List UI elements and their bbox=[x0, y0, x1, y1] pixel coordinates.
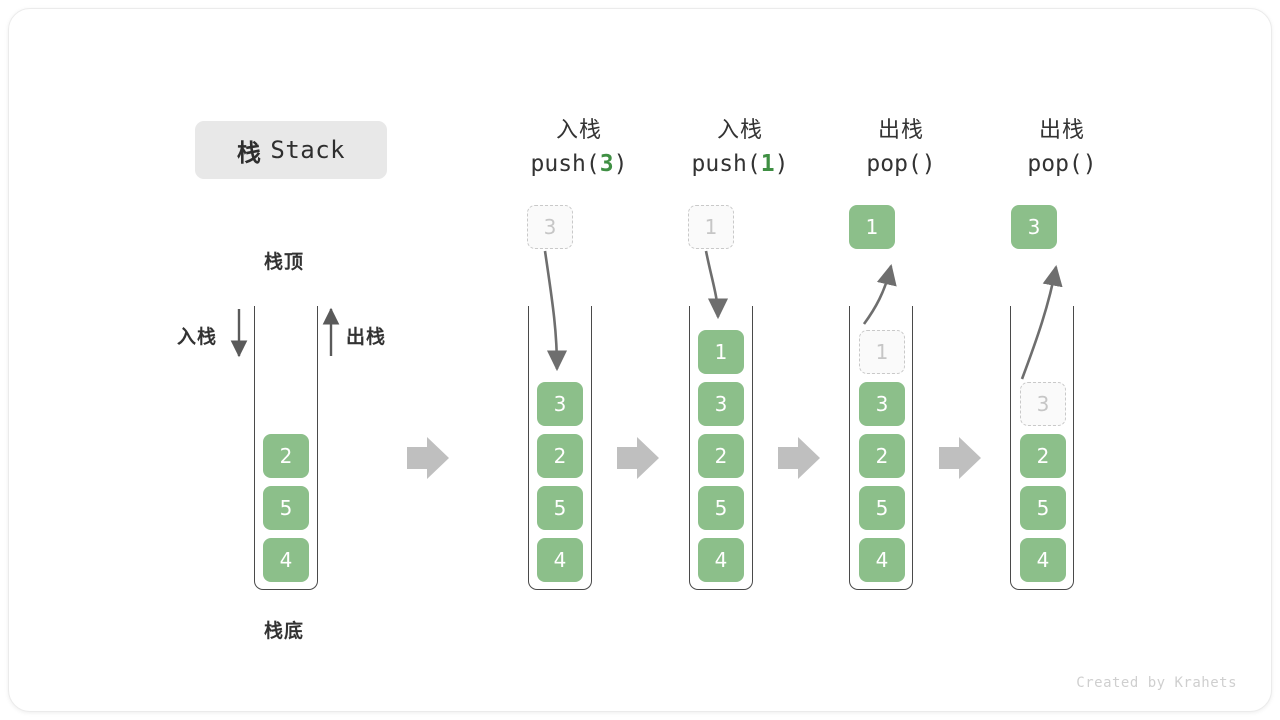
operation-label-cn: 入栈 bbox=[716, 118, 763, 143]
removed-element-ghost: 3 bbox=[1020, 382, 1066, 426]
stack-tube bbox=[254, 306, 318, 590]
operation-label-cn: 出栈 bbox=[877, 118, 924, 143]
stack-cell: 3 bbox=[537, 382, 583, 426]
code-suffix: ) bbox=[1082, 151, 1097, 177]
stack-cell: 4 bbox=[263, 538, 309, 582]
column-header-pop-3: 出栈 pop() bbox=[982, 115, 1142, 181]
stack-cell: 5 bbox=[1020, 486, 1066, 530]
stack-cell: 4 bbox=[1020, 538, 1066, 582]
operation-code: push(3) bbox=[499, 147, 659, 181]
stack-tube bbox=[1010, 306, 1074, 590]
stack-cell: 4 bbox=[537, 538, 583, 582]
stack-tube bbox=[528, 306, 592, 590]
stack-cell: 2 bbox=[1020, 434, 1066, 478]
stack-cell: 5 bbox=[698, 486, 744, 530]
code-argument: 1 bbox=[760, 151, 775, 177]
diagram-title: 栈 Stack bbox=[195, 121, 387, 179]
code-prefix: push( bbox=[691, 151, 761, 177]
transition-arrow bbox=[617, 437, 659, 479]
stack-top-label: 栈顶 bbox=[264, 251, 305, 273]
removed-element-ghost: 1 bbox=[859, 330, 905, 374]
stack-cell: 2 bbox=[859, 434, 905, 478]
code-argument: 3 bbox=[599, 151, 614, 177]
code-prefix: pop( bbox=[1027, 151, 1083, 177]
transition-arrow bbox=[407, 437, 449, 479]
stack-cell: 4 bbox=[698, 538, 744, 582]
operation-label-cn: 出栈 bbox=[1038, 118, 1085, 143]
title-label-en: Stack bbox=[270, 136, 346, 164]
transition-arrow bbox=[778, 437, 820, 479]
stack-cell: 5 bbox=[859, 486, 905, 530]
column-header-push-1: 入栈 push(1) bbox=[660, 115, 820, 181]
stack-cell: 1 bbox=[698, 330, 744, 374]
column-header-push-3: 入栈 push(3) bbox=[499, 115, 659, 181]
operation-code: push(1) bbox=[660, 147, 820, 181]
popped-element: 3 bbox=[1011, 205, 1057, 249]
column-header-pop-1: 出栈 pop() bbox=[821, 115, 981, 181]
stack-cell: 4 bbox=[859, 538, 905, 582]
stack-cell: 5 bbox=[263, 486, 309, 530]
popped-element: 1 bbox=[849, 205, 895, 249]
stack-cell: 2 bbox=[263, 434, 309, 478]
operation-label-cn: 入栈 bbox=[555, 118, 602, 143]
code-suffix: ) bbox=[613, 151, 628, 177]
incoming-element-ghost: 1 bbox=[688, 205, 734, 249]
code-prefix: push( bbox=[530, 151, 600, 177]
stack-cell: 3 bbox=[698, 382, 744, 426]
stack-cell: 2 bbox=[698, 434, 744, 478]
stack-cell: 2 bbox=[537, 434, 583, 478]
footer-credit: Created by Krahets bbox=[1076, 675, 1237, 691]
diagram-canvas: 栈 Stack 入栈 push(3) 入栈 push(1) 出栈 pop() 出… bbox=[8, 8, 1272, 712]
stack-bottom-label: 栈底 bbox=[264, 620, 305, 642]
transition-arrow bbox=[939, 437, 981, 479]
operation-code: pop() bbox=[982, 147, 1142, 181]
code-suffix: ) bbox=[921, 151, 936, 177]
stack-tube bbox=[849, 306, 913, 590]
code-prefix: pop( bbox=[866, 151, 922, 177]
incoming-element-ghost: 3 bbox=[527, 205, 573, 249]
push-direction-label: 入栈 bbox=[177, 326, 218, 348]
operation-code: pop() bbox=[821, 147, 981, 181]
code-suffix: ) bbox=[774, 151, 789, 177]
stack-cell: 5 bbox=[537, 486, 583, 530]
stack-cell: 3 bbox=[859, 382, 905, 426]
stack-tube bbox=[689, 306, 753, 590]
title-label-cn: 栈 bbox=[236, 138, 262, 167]
pop-direction-label: 出栈 bbox=[346, 326, 387, 348]
arrow-overlay bbox=[230, 250, 1063, 479]
